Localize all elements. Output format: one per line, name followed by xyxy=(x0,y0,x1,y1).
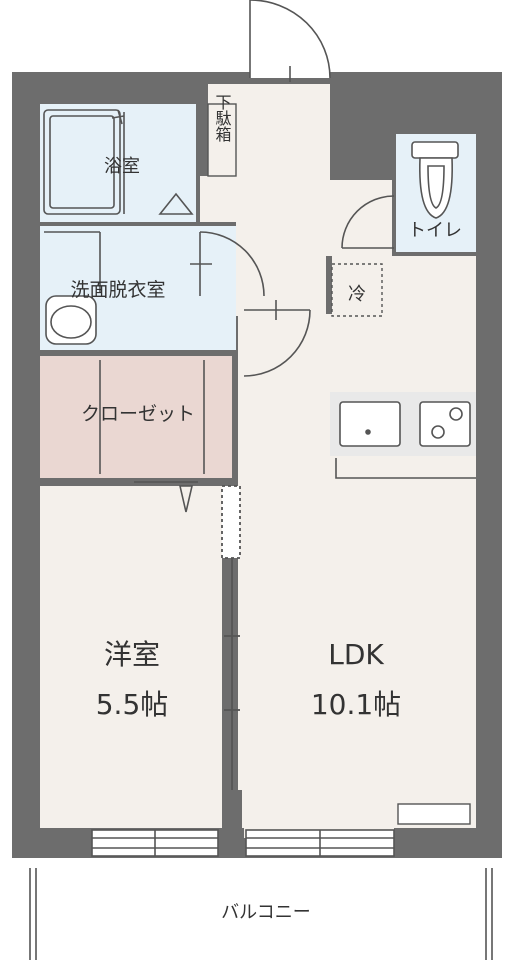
wall-toilet-bottom xyxy=(392,252,476,256)
closet-floor xyxy=(40,356,232,478)
label-fridge: 冷 xyxy=(348,284,366,305)
closet-doors xyxy=(99,360,205,474)
label-western-size: 5.5帖 xyxy=(96,688,169,721)
label-balcony: バルコニー xyxy=(221,902,311,923)
toilet-door xyxy=(341,195,395,249)
wall-closet-western xyxy=(40,478,128,486)
label-toilet: トイレ xyxy=(408,220,462,241)
wall-closet-western-r xyxy=(200,478,232,486)
entrance-door xyxy=(249,0,331,82)
wall-closet-right xyxy=(232,356,238,478)
label-washroom: 洗面脱衣室 xyxy=(70,279,165,301)
ldk-door xyxy=(243,300,311,377)
fridge-space xyxy=(331,263,383,317)
label-shoe-cabinet: 下駄箱 xyxy=(213,94,232,142)
wall-ldk-hall-step xyxy=(326,256,332,314)
balcony-windows xyxy=(91,829,395,857)
bathtub xyxy=(43,109,194,215)
balcony xyxy=(29,868,493,960)
toilet-fixture xyxy=(411,141,459,219)
wall-western-ldk-post xyxy=(222,790,242,858)
kitchen-counter xyxy=(330,392,476,479)
ldk-storage xyxy=(397,803,471,825)
partition-slider xyxy=(221,485,241,790)
label-ldk: LDK xyxy=(328,638,384,671)
washroom-fixtures xyxy=(44,231,101,345)
interior-walls xyxy=(40,104,476,858)
washroom-door xyxy=(190,231,265,297)
wall-bath-hall xyxy=(196,104,200,222)
shoe-cabinet xyxy=(207,103,237,177)
label-ldk-size: 10.1帖 xyxy=(311,688,401,721)
wall-toilet-left xyxy=(392,134,396,252)
label-closet: クローゼット xyxy=(81,403,195,425)
wall-wash-closet xyxy=(40,350,236,356)
wall-bath-wash xyxy=(40,222,236,226)
ldk-floor xyxy=(238,256,476,828)
western-door xyxy=(134,481,198,513)
label-western: 洋室 xyxy=(104,638,160,671)
room-labels: 浴室 下駄箱 トイレ 洗面脱衣室 冷 クローゼット 洋室 5.5帖 LDK 10… xyxy=(70,94,462,923)
western-floor xyxy=(40,486,222,828)
wall-hall-top xyxy=(330,176,396,180)
label-bath: 浴室 xyxy=(104,156,140,177)
